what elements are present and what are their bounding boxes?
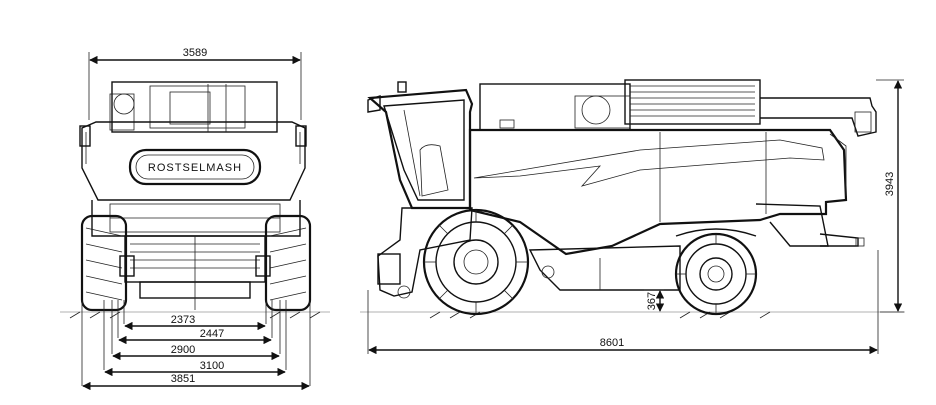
dim-front-width-2: 3100 [200, 360, 224, 372]
dim-side-ground-clearance: 367 [646, 292, 658, 310]
dim-front-track-1: 2373 [171, 314, 195, 326]
dim-side-height-overall: 3943 [884, 172, 896, 196]
dim-front-width-1: 2900 [171, 344, 195, 356]
side-view: 8601 3943 367 [360, 79, 905, 355]
dim-front-top-width: 3589 [183, 47, 207, 59]
dim-front-width-overall: 3851 [171, 373, 195, 385]
dim-side-length-overall: 8601 [600, 337, 624, 349]
dim-front-track-2: 2447 [200, 328, 224, 340]
logo-text: ROSTSELMASH [148, 162, 242, 174]
front-view: ROSTSELMASH [60, 47, 330, 391]
